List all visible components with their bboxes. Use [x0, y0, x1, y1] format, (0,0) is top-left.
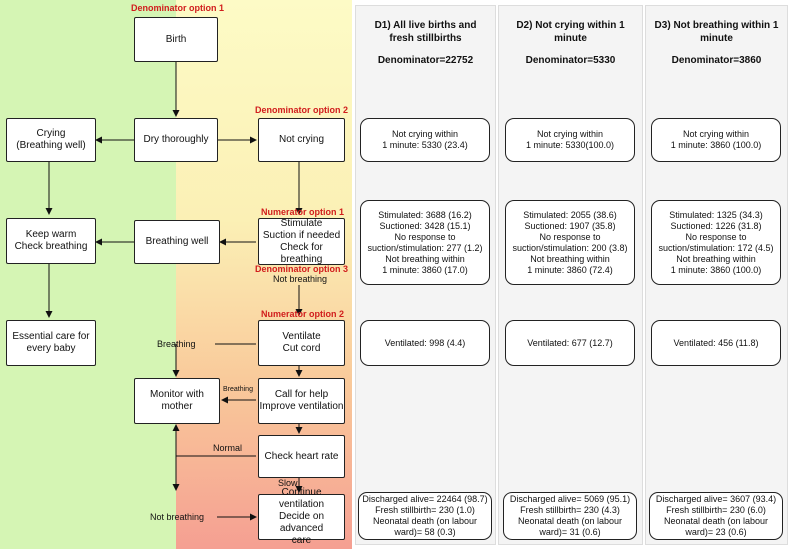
d2-outcome-box: Discharged alive= 5069 (95.1) Fresh stil… [503, 492, 637, 540]
denominator-option-2: Denominator option 2 [255, 105, 348, 115]
d3-ventilated-box: Ventilated: 456 (11.8) [651, 320, 781, 366]
not-breathing-label-top: Not breathing [273, 274, 328, 284]
denominator-option-3: Denominator option 3 [255, 264, 348, 274]
essential-care-box: Essential care for every baby [6, 320, 96, 366]
denominator-option-1: Denominator option 1 [131, 3, 224, 13]
d2-denominator: Denominator=5330 [525, 55, 616, 66]
breathing-well-box: Breathing well [134, 220, 220, 264]
ventilate-box: Ventilate Cut cord [258, 320, 345, 366]
d3-not-crying-box: Not crying within 1 minute: 3860 (100.0) [651, 118, 781, 162]
call-for-help-box: Call for help Improve ventilation [258, 378, 345, 424]
breathing-label: Breathing [157, 339, 196, 349]
check-heart-rate-box: Check heart rate [258, 435, 345, 478]
d1-stimulated-box: Stimulated: 3688 (16.2) Suctioned: 3428 … [360, 200, 490, 285]
not-breathing-label-bottom: Not breathing [150, 512, 205, 522]
monitor-with-mother-box: Monitor with mother [134, 378, 220, 424]
d1-title: D1) All live births and fresh stillbirth… [374, 20, 477, 44]
numerator-option-2: Numerator option 2 [261, 309, 345, 319]
crying-box: Crying (Breathing well) [6, 118, 96, 162]
d1-outcome-box: Discharged alive= 22464 (98.7) Fresh sti… [358, 492, 492, 540]
d3-title: D3) Not breathing within 1 minute [654, 20, 779, 44]
breathing-small-label: Breathing [223, 386, 253, 393]
d2-not-crying-box: Not crying within 1 minute: 5330(100.0) [505, 118, 635, 162]
d1-denominator: Denominator=22752 [377, 55, 474, 66]
keep-warm-box: Keep warm Check breathing [6, 218, 96, 264]
numerator-option-1: Numerator option 1 [261, 207, 345, 217]
green-zone [0, 0, 176, 549]
birth-box: Birth [134, 17, 218, 62]
d2-title: D2) Not crying within 1 minute [516, 20, 625, 44]
d1-not-crying-box: Not crying within 1 minute: 5330 (23.4) [360, 118, 490, 162]
d1-ventilated-box: Ventilated: 998 (4.4) [360, 320, 490, 366]
d3-stimulated-box: Stimulated: 1325 (34.3) Suctioned: 1226 … [651, 200, 781, 285]
dry-thoroughly-box: Dry thoroughly [134, 118, 218, 162]
continue-ventilation-box: Continue ventilation Decide on advanced … [258, 487, 345, 546]
d3-denominator: Denominator=3860 [671, 55, 762, 66]
stimulate-box: Stimulate Suction if needed Check for br… [258, 218, 345, 265]
d2-stimulated-box: Stimulated: 2055 (38.6) Suctioned: 1907 … [505, 200, 635, 285]
not-crying-box: Not crying [258, 118, 345, 162]
slow-label: Slow [278, 478, 298, 488]
normal-label: Normal [213, 443, 243, 453]
d2-ventilated-box: Ventilated: 677 (12.7) [505, 320, 635, 366]
d3-outcome-box: Discharged alive= 3607 (93.4) Fresh stil… [649, 492, 783, 540]
